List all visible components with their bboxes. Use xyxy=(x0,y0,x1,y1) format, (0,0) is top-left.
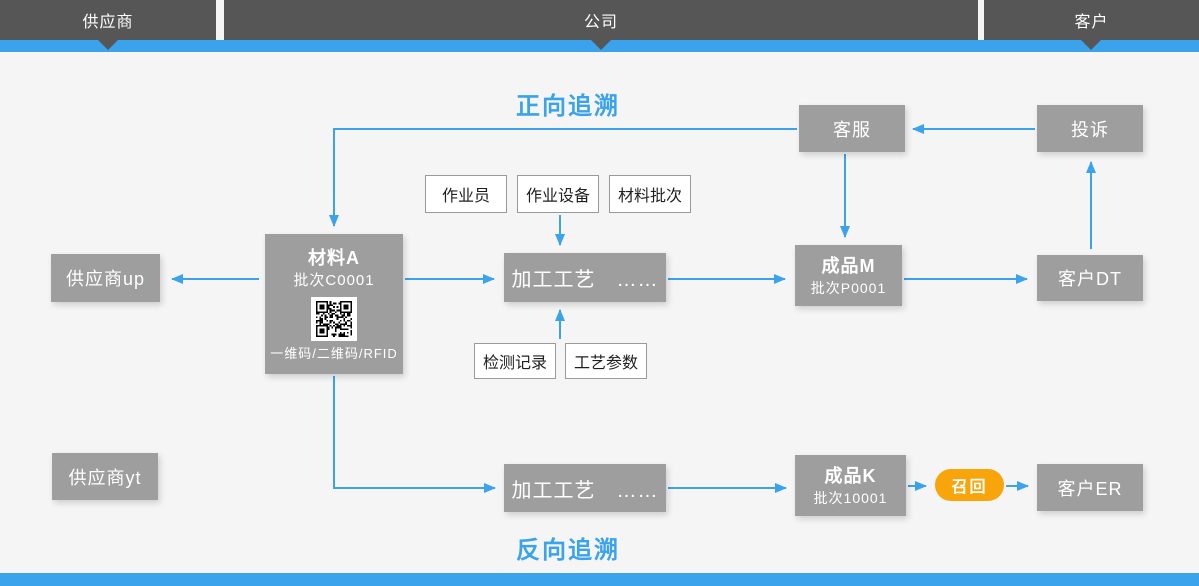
lane-company-pointer-icon xyxy=(591,40,611,50)
node-process-bottom: 加工工艺 …… xyxy=(504,464,666,512)
tag-inspection-record: 检测记录 xyxy=(474,343,556,379)
bottom-divider-bar xyxy=(0,573,1199,586)
node-supplier-up-label: 供应商up xyxy=(65,269,146,289)
node-supplier-up: 供应商up xyxy=(51,254,160,302)
node-customer-service: 客服 xyxy=(799,105,905,152)
product-m-title: 成品M xyxy=(821,255,876,276)
backward-trace-title: 反向追溯 xyxy=(516,537,620,564)
material-batch: 批次C0001 xyxy=(293,271,375,289)
tag-material-batch-label: 材料批次 xyxy=(617,188,682,205)
node-customer-service-label: 客服 xyxy=(833,119,871,140)
material-codes-caption: 一维码/二维码/RFID xyxy=(270,345,398,361)
tag-work-equipment: 作业设备 xyxy=(517,175,599,213)
lane-customer-pointer-icon xyxy=(1081,40,1101,50)
node-material-a: 材料A 批次C0001 一维码/二维码/RFID xyxy=(265,234,403,374)
node-process-top: 加工工艺 …… xyxy=(504,253,666,302)
lane-customer: 客户 xyxy=(984,0,1199,40)
lane-supplier-pointer-icon xyxy=(98,40,118,50)
node-product-m: 成品M 批次P0001 xyxy=(795,245,902,306)
recall-badge: 召回 xyxy=(935,469,1004,501)
tag-process-parameter: 工艺参数 xyxy=(565,343,647,379)
tag-inspection-record-label: 检测记录 xyxy=(482,355,547,372)
node-process-top-label: 加工工艺 …… xyxy=(511,269,659,291)
product-m-batch: 批次P0001 xyxy=(810,279,887,296)
tag-worker: 作业员 xyxy=(425,175,507,213)
qr-code-icon xyxy=(311,296,357,341)
node-customer-er-label: 客户ER xyxy=(1057,478,1123,499)
lane-customer-label: 客户 xyxy=(1074,14,1109,31)
lane-company-label: 公司 xyxy=(583,14,618,31)
node-process-bottom-label: 加工工艺 …… xyxy=(511,479,659,502)
forward-trace-title: 正向追溯 xyxy=(516,93,620,120)
node-customer-dt-label: 客户DT xyxy=(1058,269,1122,289)
node-supplier-yt-label: 供应商yt xyxy=(68,467,142,488)
product-k-batch: 批次10001 xyxy=(813,489,888,506)
tag-process-parameter-label: 工艺参数 xyxy=(573,355,638,372)
recall-label: 召回 xyxy=(951,479,988,496)
node-customer-er: 客户ER xyxy=(1037,464,1143,511)
tag-worker-label: 作业员 xyxy=(441,188,490,205)
lane-supplier-label: 供应商 xyxy=(82,14,134,31)
node-customer-dt: 客户DT xyxy=(1037,255,1143,301)
node-complaint: 投诉 xyxy=(1037,105,1143,152)
lane-company: 公司 xyxy=(224,0,978,40)
node-complaint-label: 投诉 xyxy=(1071,119,1109,140)
lane-supplier: 供应商 xyxy=(0,0,216,40)
tag-work-equipment-label: 作业设备 xyxy=(525,188,590,205)
node-product-k: 成品K 批次10001 xyxy=(795,455,906,516)
tag-material-batch: 材料批次 xyxy=(609,175,691,213)
product-k-title: 成品K xyxy=(824,465,877,486)
material-title: 材料A xyxy=(308,247,360,268)
node-supplier-yt: 供应商yt xyxy=(52,453,158,500)
